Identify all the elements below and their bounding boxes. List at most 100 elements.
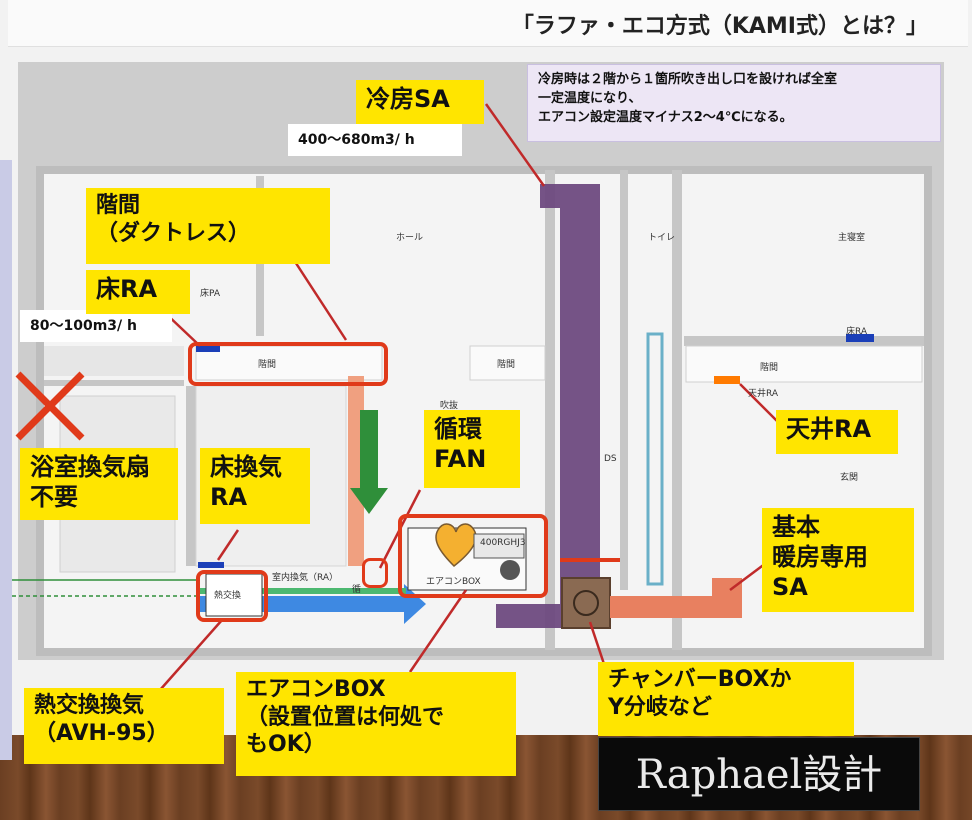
- callout-text: 床RA: [96, 275, 158, 303]
- ceiling-ra-vent: [714, 376, 740, 384]
- callout-text: 天井RA: [786, 415, 872, 443]
- stair-mid-box: [469, 345, 546, 381]
- cross-icon-b: [15, 371, 85, 441]
- wall-bath-top: [44, 380, 184, 386]
- wall-hall-ds: [545, 170, 555, 650]
- callout-circulation-fan: 循環 FAN: [424, 410, 520, 488]
- callout-heating-sa: 基本 暖房専用 SA: [762, 508, 914, 612]
- pointer-chamber: [588, 621, 606, 665]
- callout-ceiling-ra: 天井RA: [776, 410, 898, 454]
- callout-text: エアコンBOX: [246, 677, 386, 702]
- callout-text: 基本: [772, 513, 820, 541]
- callout-bath-fan: 浴室換気扇 不要: [20, 448, 178, 520]
- callout-text: SA: [772, 573, 808, 601]
- wall-left: [36, 166, 44, 656]
- label-ac-box: エアコンBOX: [426, 577, 481, 587]
- room-entrance: 玄関: [840, 473, 859, 483]
- slide-title: 「ラファ・エコ方式（KAMI式）とは？」: [511, 14, 928, 39]
- red-line: [560, 558, 620, 562]
- room-stair-mid: 階間: [497, 360, 516, 370]
- ac-unit: [473, 533, 525, 559]
- callout-text: 循環: [434, 415, 482, 443]
- pointer-ceiling-ra: [739, 383, 781, 425]
- label-circ-small: 循: [352, 585, 362, 595]
- callout-text: 床換気: [210, 453, 282, 481]
- salmon-duct-right: [610, 578, 742, 618]
- callout-text: 階間: [96, 193, 141, 218]
- callout-text: （設置位置は何処で: [246, 704, 445, 730]
- note-line: 一定温度になり、: [538, 90, 642, 106]
- thin-duct: [646, 332, 664, 586]
- flow-rate-left: 80〜100m3/ h: [20, 310, 172, 342]
- callout-text: 不要: [30, 483, 78, 511]
- fresh-air-arrow: [350, 410, 388, 514]
- pointer-cool-sa: [484, 103, 546, 187]
- chamber-box: [561, 577, 611, 629]
- pointer-acbox: [408, 589, 468, 673]
- callout-text: （ダクトレス）: [96, 220, 251, 246]
- label-ac-model: 400RGHJ3: [480, 538, 526, 548]
- room-stair-left: 階間: [258, 360, 277, 370]
- callout-text: Y分岐など: [608, 694, 712, 720]
- callout-erv: 熱交換換気 （AVH-95）: [24, 688, 224, 764]
- erv-highlight: [196, 570, 268, 622]
- room-hall: ホール: [396, 233, 424, 243]
- wall-top: [36, 166, 932, 174]
- cooling-note: 冷房時は２階から１箇所吹き出し口を設ければ全室 一定温度になり、 エアコン設定温…: [527, 64, 941, 142]
- wall-left-room: [186, 386, 196, 566]
- label-floor-ra-small: 床RA: [846, 327, 868, 337]
- label-ceiling-ra-small: 天井RA: [748, 389, 779, 399]
- erv-unit-box: [205, 573, 263, 617]
- callout-ac-box: エアコンBOX （設置位置は何処で もOK）: [236, 672, 516, 776]
- room-ds: DS: [604, 454, 617, 464]
- callout-floor-exhaust: 床換気 RA: [200, 448, 310, 524]
- callout-text: FAN: [434, 445, 487, 473]
- raphael-logo: Raphael設計: [598, 737, 920, 811]
- acbox-highlight: [398, 514, 548, 598]
- stair-highlight: [188, 342, 388, 386]
- wall-right: [924, 166, 932, 656]
- floor-exh-vent: [198, 562, 224, 568]
- callout-text: 熱交換換気: [34, 693, 145, 718]
- room-master: 主寝室: [838, 233, 866, 243]
- room-toilet: トイレ: [648, 233, 676, 243]
- floor-ra-vent: [846, 334, 874, 342]
- callout-text: 暖房専用: [772, 543, 868, 571]
- label-indoor-exhaust: 室内換気（RA）: [272, 573, 339, 583]
- purple-duct: [496, 184, 600, 628]
- callout-text: もOK）: [246, 732, 326, 757]
- callout-stair: 階間 （ダクトレス）: [86, 188, 330, 264]
- callout-text: （AVH-95）: [34, 720, 169, 746]
- pointer-floor-exh: [216, 529, 240, 561]
- flow-rate-top: 400〜680m3/ h: [288, 124, 462, 156]
- pointer-stair: [288, 253, 348, 341]
- callout-chamber-box: チャンバーBOXか Y分岐など: [598, 662, 854, 736]
- room-stair-right: 階間: [760, 363, 779, 373]
- floor-pa-vent: [196, 346, 220, 352]
- blue-duct: [196, 584, 426, 624]
- callout-text: チャンバーBOXか: [608, 667, 792, 692]
- green-line: [196, 588, 406, 594]
- label-erv-unit: 熱交換: [214, 591, 242, 601]
- callout-floor-ra: 床RA: [86, 270, 190, 314]
- wall-bottom: [36, 648, 932, 656]
- pointer-erv: [159, 619, 223, 691]
- callout-cool-sa: 冷房SA: [356, 80, 484, 124]
- fan-highlight: [362, 558, 388, 588]
- callout-text: 冷房SA: [366, 85, 450, 113]
- wall-toilet-master: [672, 170, 682, 650]
- note-line: エアコン設定温度マイナス2〜4℃になる。: [538, 109, 793, 125]
- note-line: 冷房時は２階から１箇所吹き出し口を設ければ全室: [538, 72, 838, 87]
- callout-text: RA: [210, 483, 248, 511]
- room-atrium: 吹抜: [440, 401, 459, 411]
- title-bar: 「ラファ・エコ方式（KAMI式）とは？」: [8, 0, 968, 47]
- wall-master-stair: [684, 336, 924, 346]
- stair-left-box: [195, 345, 383, 381]
- fan-icon: [500, 560, 520, 580]
- chamber-ring: [573, 590, 599, 616]
- left-edge-strip: [0, 160, 12, 760]
- wall-ds-toilet: [620, 170, 628, 590]
- bath-room-top: [44, 346, 184, 376]
- callout-text: 浴室換気扇: [30, 453, 150, 481]
